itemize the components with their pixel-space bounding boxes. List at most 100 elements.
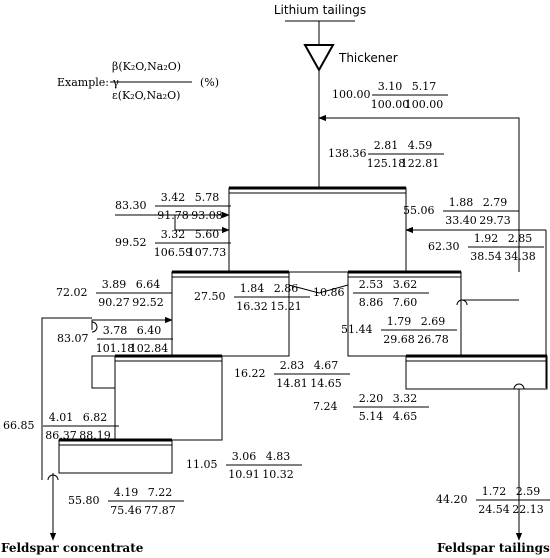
stream-recovery-na2o: 100.00	[405, 98, 444, 111]
legend-denominator: ε(K₂O,Na₂O)	[112, 89, 180, 102]
thickener-icon	[303, 44, 335, 73]
concentrate-label: Feldspar concentrate	[1, 541, 144, 555]
stream-recovery-na2o: 10.32	[262, 468, 294, 481]
stream-grade-na2o: 2.69	[421, 315, 446, 328]
stream-recovery-k2o: 106.59	[154, 246, 193, 259]
stream-yield: 55.06	[403, 204, 435, 217]
stream-grade-k2o: 3.32	[161, 228, 186, 241]
stream-recovery-k2o: 75.46	[110, 504, 142, 517]
stream-recovery-na2o: 34.38	[504, 250, 536, 263]
stream-recovery-na2o: 22.13	[512, 503, 544, 516]
stream-yield: 83.30	[115, 199, 147, 212]
stream-grade-na2o: 5.78	[195, 191, 220, 204]
stream-recovery-na2o: 122.81	[401, 157, 440, 170]
stream-yield: 99.52	[115, 236, 147, 249]
stream-recovery-k2o: 86.37	[45, 429, 77, 442]
stream-grade-na2o: 7.22	[148, 486, 173, 499]
stream-yield: 55.80	[68, 494, 100, 507]
stream-grade-na2o: 3.62	[393, 278, 418, 291]
legend-prefix: Example: γ	[57, 76, 119, 89]
stream-recovery-na2o: 88.19	[79, 429, 111, 442]
stream-recovery-k2o: 29.68	[383, 333, 415, 346]
legend: Example: γ β(K₂O,Na₂O) ε(K₂O,Na₂O) (%)	[57, 60, 219, 102]
stream-grade-k2o: 1.72	[482, 485, 507, 498]
stream-recovery-na2o: 29.73	[479, 214, 511, 227]
stream-grade-k2o: 3.89	[102, 278, 127, 291]
stream-yield: 27.50	[194, 290, 226, 303]
flotation-cell-6	[58, 438, 173, 474]
stream-grade-na2o: 4.59	[408, 139, 433, 152]
stream-grade-na2o: 5.17	[412, 80, 437, 93]
stream-recovery-k2o: 125.18	[367, 157, 406, 170]
stream-grade-na2o: 4.67	[314, 359, 339, 372]
stream-grade-na2o: 2.59	[516, 485, 541, 498]
legend-unit: (%)	[200, 76, 219, 89]
stream-recovery-k2o: 16.32	[236, 300, 268, 313]
stream-recovery-na2o: 77.87	[144, 504, 176, 517]
stream-grade-k2o: 3.10	[378, 80, 403, 93]
flotation-cell-1	[228, 186, 407, 273]
stream-grade-k2o: 3.42	[161, 191, 186, 204]
stream-grade-k2o: 2.83	[280, 359, 305, 372]
stream-recovery-na2o: 92.52	[132, 296, 164, 309]
stream-grade-na2o: 6.64	[136, 278, 161, 291]
stream-recovery-na2o: 7.60	[393, 296, 418, 309]
stream-grade-k2o: 2.20	[359, 392, 384, 405]
stream-yield: 10.86	[313, 286, 345, 299]
stream-recovery-k2o: 38.54	[470, 250, 502, 263]
stream-grade-k2o: 1.88	[449, 196, 474, 209]
stream-grade-k2o: 1.79	[387, 315, 412, 328]
legend-numerator: β(K₂O,Na₂O)	[112, 60, 181, 73]
stream-recovery-k2o: 101.18	[96, 342, 135, 355]
stream-yield: 72.02	[56, 286, 88, 299]
stream-recovery-k2o: 5.14	[359, 410, 384, 423]
stream-recovery-k2o: 14.81	[276, 377, 308, 390]
stream-recovery-na2o: 93.08	[191, 209, 223, 222]
stream-grade-na2o: 3.32	[393, 392, 418, 405]
stream-grade-k2o: 2.53	[359, 278, 384, 291]
feed-title: Lithium tailings	[274, 3, 366, 17]
flotation-cell-2	[171, 270, 290, 357]
stream-grade-k2o: 3.06	[232, 450, 257, 463]
stream-grade-k2o: 3.78	[103, 324, 128, 337]
stream-yield: 66.85	[3, 419, 35, 432]
flow-lines	[41, 70, 547, 541]
stream-recovery-k2o: 33.40	[445, 214, 477, 227]
stream-recovery-na2o: 15.21	[270, 300, 302, 313]
stream-recovery-k2o: 100.00	[371, 98, 410, 111]
stream-grade-k2o: 1.84	[240, 282, 265, 295]
stream-grade-k2o: 4.01	[49, 411, 74, 424]
stream-recovery-k2o: 10.91	[228, 468, 260, 481]
stream-yield: 16.22	[234, 367, 266, 380]
stream-grade-k2o: 1.92	[474, 232, 499, 245]
stream-grade-na2o: 2.85	[508, 232, 533, 245]
stream-recovery-k2o: 91.78	[157, 209, 189, 222]
stream-grade-na2o: 4.83	[266, 450, 291, 463]
stream-recovery-na2o: 107.73	[188, 246, 227, 259]
stream-grade-k2o: 2.81	[374, 139, 399, 152]
stream-yield: 51.44	[341, 323, 373, 336]
stream-grade-na2o: 2.86	[274, 282, 299, 295]
stream-recovery-na2o: 26.78	[417, 333, 449, 346]
stream-recovery-k2o: 90.27	[98, 296, 130, 309]
stream-yield: 100.00	[332, 88, 371, 101]
stream-recovery-k2o: 8.86	[359, 296, 384, 309]
tailings-label: Feldspar tailings	[437, 541, 550, 555]
stream-grade-na2o: 6.82	[83, 411, 108, 424]
stream-yield: 44.20	[436, 493, 468, 506]
stream-yield: 83.07	[57, 332, 89, 345]
stream-yield: 62.30	[428, 240, 460, 253]
stream-recovery-k2o: 24.54	[478, 503, 510, 516]
stream-recovery-na2o: 4.65	[393, 410, 418, 423]
flotation-cell-4	[114, 354, 223, 441]
flotation-cell-5	[405, 354, 548, 390]
stream-recovery-na2o: 14.65	[310, 377, 342, 390]
flotation-cell-3	[347, 270, 462, 357]
stream-recovery-na2o: 102.84	[130, 342, 169, 355]
stream-grade-na2o: 6.40	[137, 324, 162, 337]
stream-yield: 138.36	[328, 147, 367, 160]
stream-yield: 7.24	[313, 400, 338, 413]
stream-grade-na2o: 5.60	[195, 228, 220, 241]
